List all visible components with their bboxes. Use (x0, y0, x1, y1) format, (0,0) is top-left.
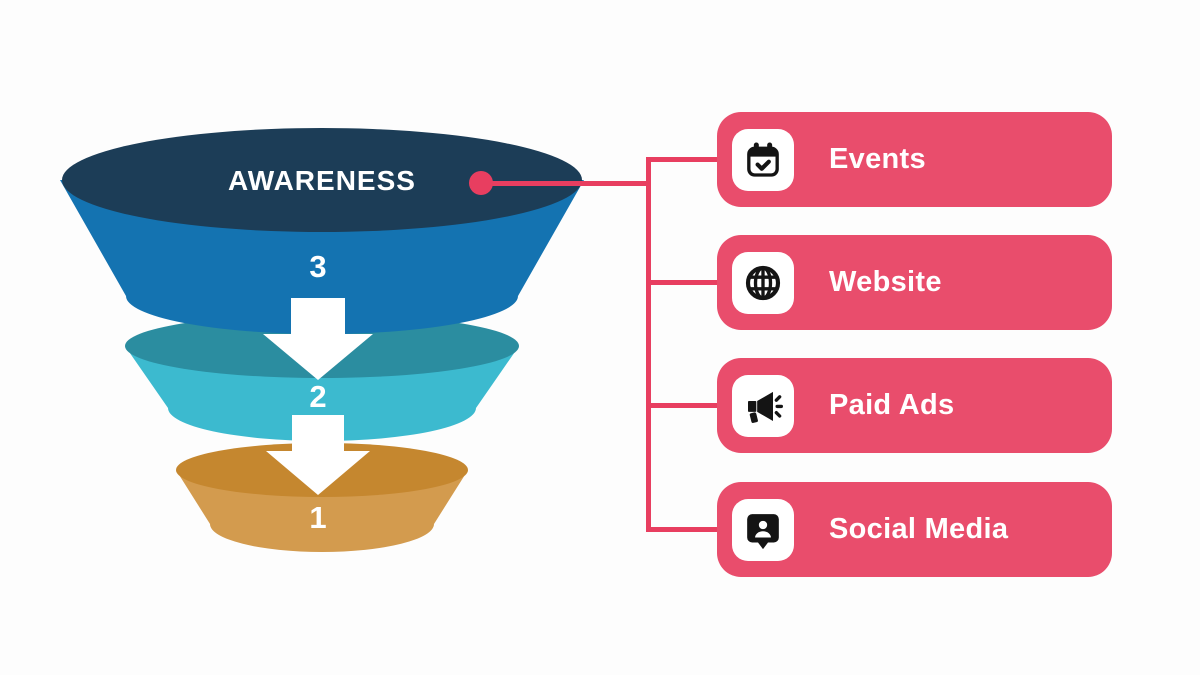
icon-chip (732, 374, 794, 437)
megaphone-icon (748, 391, 783, 423)
connector-stub-events (646, 157, 717, 162)
icon-chip (732, 498, 794, 561)
funnel-tier3-top (62, 128, 582, 232)
down-arrow-icon (266, 415, 370, 495)
icon-chip (732, 251, 794, 314)
channel-card-paid-ads: Paid Ads (717, 358, 1112, 453)
icon-chip (732, 128, 794, 191)
connector-dot (469, 171, 493, 195)
connector-stub-website (646, 280, 717, 285)
connector-stub-social-media (646, 527, 717, 532)
funnel-level-1: 1 (309, 500, 327, 535)
channel-label: Website (829, 266, 942, 298)
channel-label: Social Media (829, 513, 1009, 545)
globe-icon (745, 265, 781, 300)
connector-spine (646, 157, 651, 532)
connector-line-main (481, 181, 651, 186)
calendar-check-icon (747, 142, 779, 177)
channel-card-social-media: Social Media (717, 482, 1112, 577)
funnel-level-2: 2 (309, 379, 327, 414)
person-chat-bubble-icon (747, 513, 779, 549)
channel-card-website: Website (717, 235, 1112, 330)
channel-label: Events (829, 143, 926, 175)
connector-stub-paid-ads (646, 403, 717, 408)
funnel-stage-title: AWARENESS (228, 165, 416, 196)
down-arrow-icon (263, 298, 373, 380)
channel-card-events: Events (717, 112, 1112, 207)
funnel-level-3: 3 (309, 249, 327, 284)
channel-label: Paid Ads (829, 389, 955, 421)
